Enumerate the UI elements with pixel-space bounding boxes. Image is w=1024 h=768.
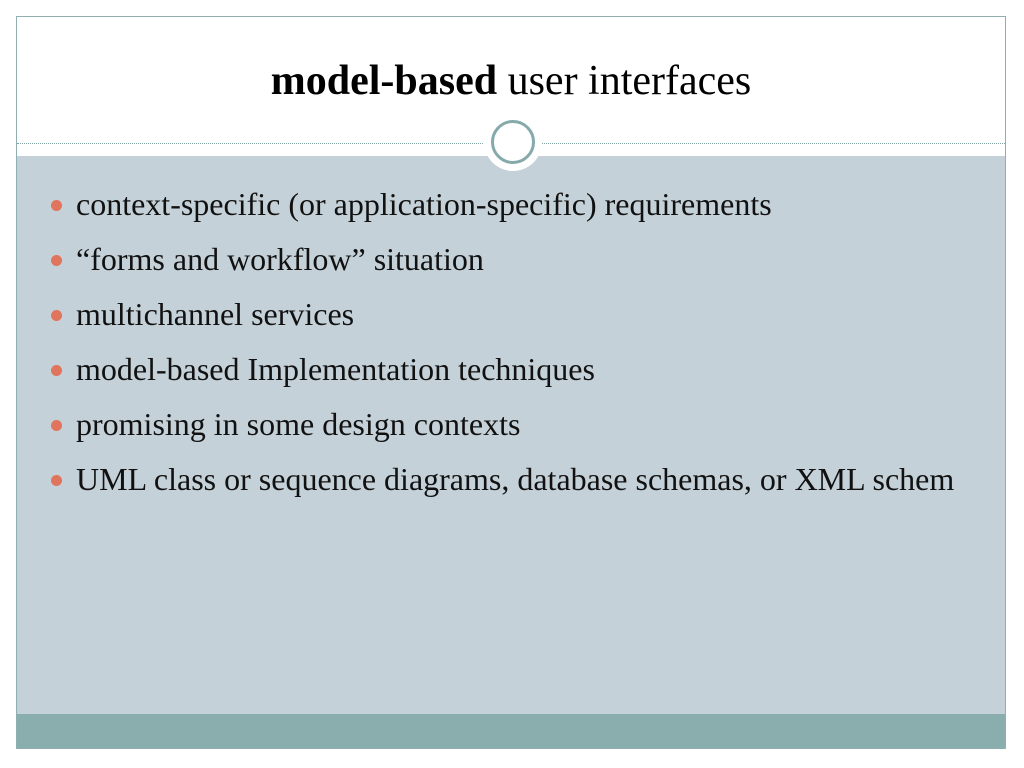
- bullet-item: promising in some design contexts: [17, 402, 1005, 447]
- bullet-text: context-specific (or application-specifi…: [76, 186, 772, 222]
- slide-title: model-based user interfaces: [17, 57, 1005, 105]
- bullet-dot-icon: [51, 475, 62, 486]
- bullet-list: context-specific (or application-specifi…: [17, 182, 1005, 512]
- bullet-item: multichannel services: [17, 292, 1005, 337]
- footer-band: [17, 714, 1005, 748]
- bullet-dot-icon: [51, 255, 62, 266]
- title-regular-part: user interfaces: [497, 58, 752, 104]
- bullet-item: “forms and workflow” situation: [17, 237, 1005, 282]
- content-area: [17, 156, 1005, 716]
- bullet-text: multichannel services: [76, 296, 355, 332]
- bullet-text: model-based Implementation techniques: [76, 351, 595, 387]
- bullet-item: UML class or sequence diagrams, database…: [17, 457, 1005, 502]
- bullet-dot-icon: [51, 310, 62, 321]
- slide: model-based user interfaces context-spec…: [16, 16, 1006, 749]
- bullet-item: model-based Implementation techniques: [17, 347, 1005, 392]
- medallion: [484, 113, 542, 171]
- bullet-dot-icon: [51, 420, 62, 431]
- bullet-text: promising in some design contexts: [76, 406, 521, 442]
- title-bold-part: model-based: [270, 58, 498, 104]
- bullet-item: context-specific (or application-specifi…: [17, 182, 1005, 227]
- bullet-dot-icon: [51, 200, 62, 211]
- bullet-text: “forms and workflow” situation: [76, 241, 484, 277]
- circle-ornament-icon: [491, 120, 535, 164]
- bullet-dot-icon: [51, 365, 62, 376]
- bullet-text: UML class or sequence diagrams, database…: [76, 461, 955, 497]
